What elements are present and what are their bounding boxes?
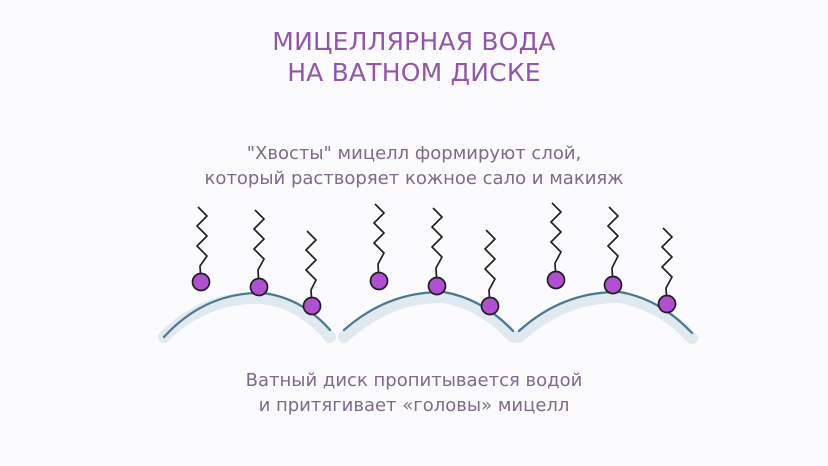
cotton-pad-shadow-1: [158, 291, 336, 343]
micelle-tail: [550, 202, 562, 281]
tails-caption-line-1: "Хвосты" мицелл формируют слой,: [246, 143, 582, 164]
heads-caption-line-1: Ватный диск пропитывается водой: [245, 370, 583, 391]
cotton-pad-shadow-3: [513, 290, 698, 344]
micelle-head: [546, 270, 566, 290]
micelle-9: [657, 227, 677, 314]
cotton-pad: [158, 290, 698, 344]
micelle-6: [480, 229, 500, 316]
cotton-pad-shadow-2: [338, 290, 519, 343]
micelles: [191, 202, 677, 316]
diagram-title: МИЦЕЛЛЯРНАЯ ВОДА НА ВАТНОМ ДИСКЕ: [0, 26, 828, 88]
micelle-head: [302, 296, 322, 316]
micelle-tail: [484, 229, 496, 307]
micelle-tail: [661, 227, 673, 305]
micelle-7: [546, 202, 566, 290]
micelle-tail: [196, 206, 208, 283]
tails-caption-line-2: который растворяет кожное сало и макияж: [204, 168, 624, 189]
micelle-tail: [253, 209, 265, 288]
cotton-pad-surface-3: [517, 290, 694, 335]
micelle-head: [657, 294, 677, 314]
title-line-2: НА ВАТНОМ ДИСКЕ: [287, 58, 541, 87]
micelle-5: [427, 207, 447, 296]
title-line-1: МИЦЕЛЛЯРНАЯ ВОДА: [272, 27, 556, 56]
micelle-8: [603, 206, 623, 295]
micelle-tail: [431, 207, 443, 287]
micelle-head: [249, 277, 269, 297]
micelle-head: [603, 275, 623, 295]
tails-caption: "Хвосты" мицелл формируют слой, который …: [0, 141, 828, 191]
micelle-tail: [607, 206, 619, 286]
micelle-head: [369, 271, 389, 291]
micelle-head: [480, 296, 500, 316]
micelle-tail: [305, 230, 317, 307]
micelle-4: [369, 203, 389, 291]
micelle-tail: [373, 203, 385, 282]
micelle-head: [191, 272, 211, 292]
micelle-1: [191, 206, 211, 292]
heads-caption: Ватный диск пропитывается водой и притяг…: [0, 368, 828, 418]
micelle-2: [249, 209, 269, 297]
micelle-head: [427, 276, 447, 296]
heads-caption-line-2: и притягивает «головы» мицелл: [258, 395, 570, 416]
micelle-3: [302, 230, 322, 316]
